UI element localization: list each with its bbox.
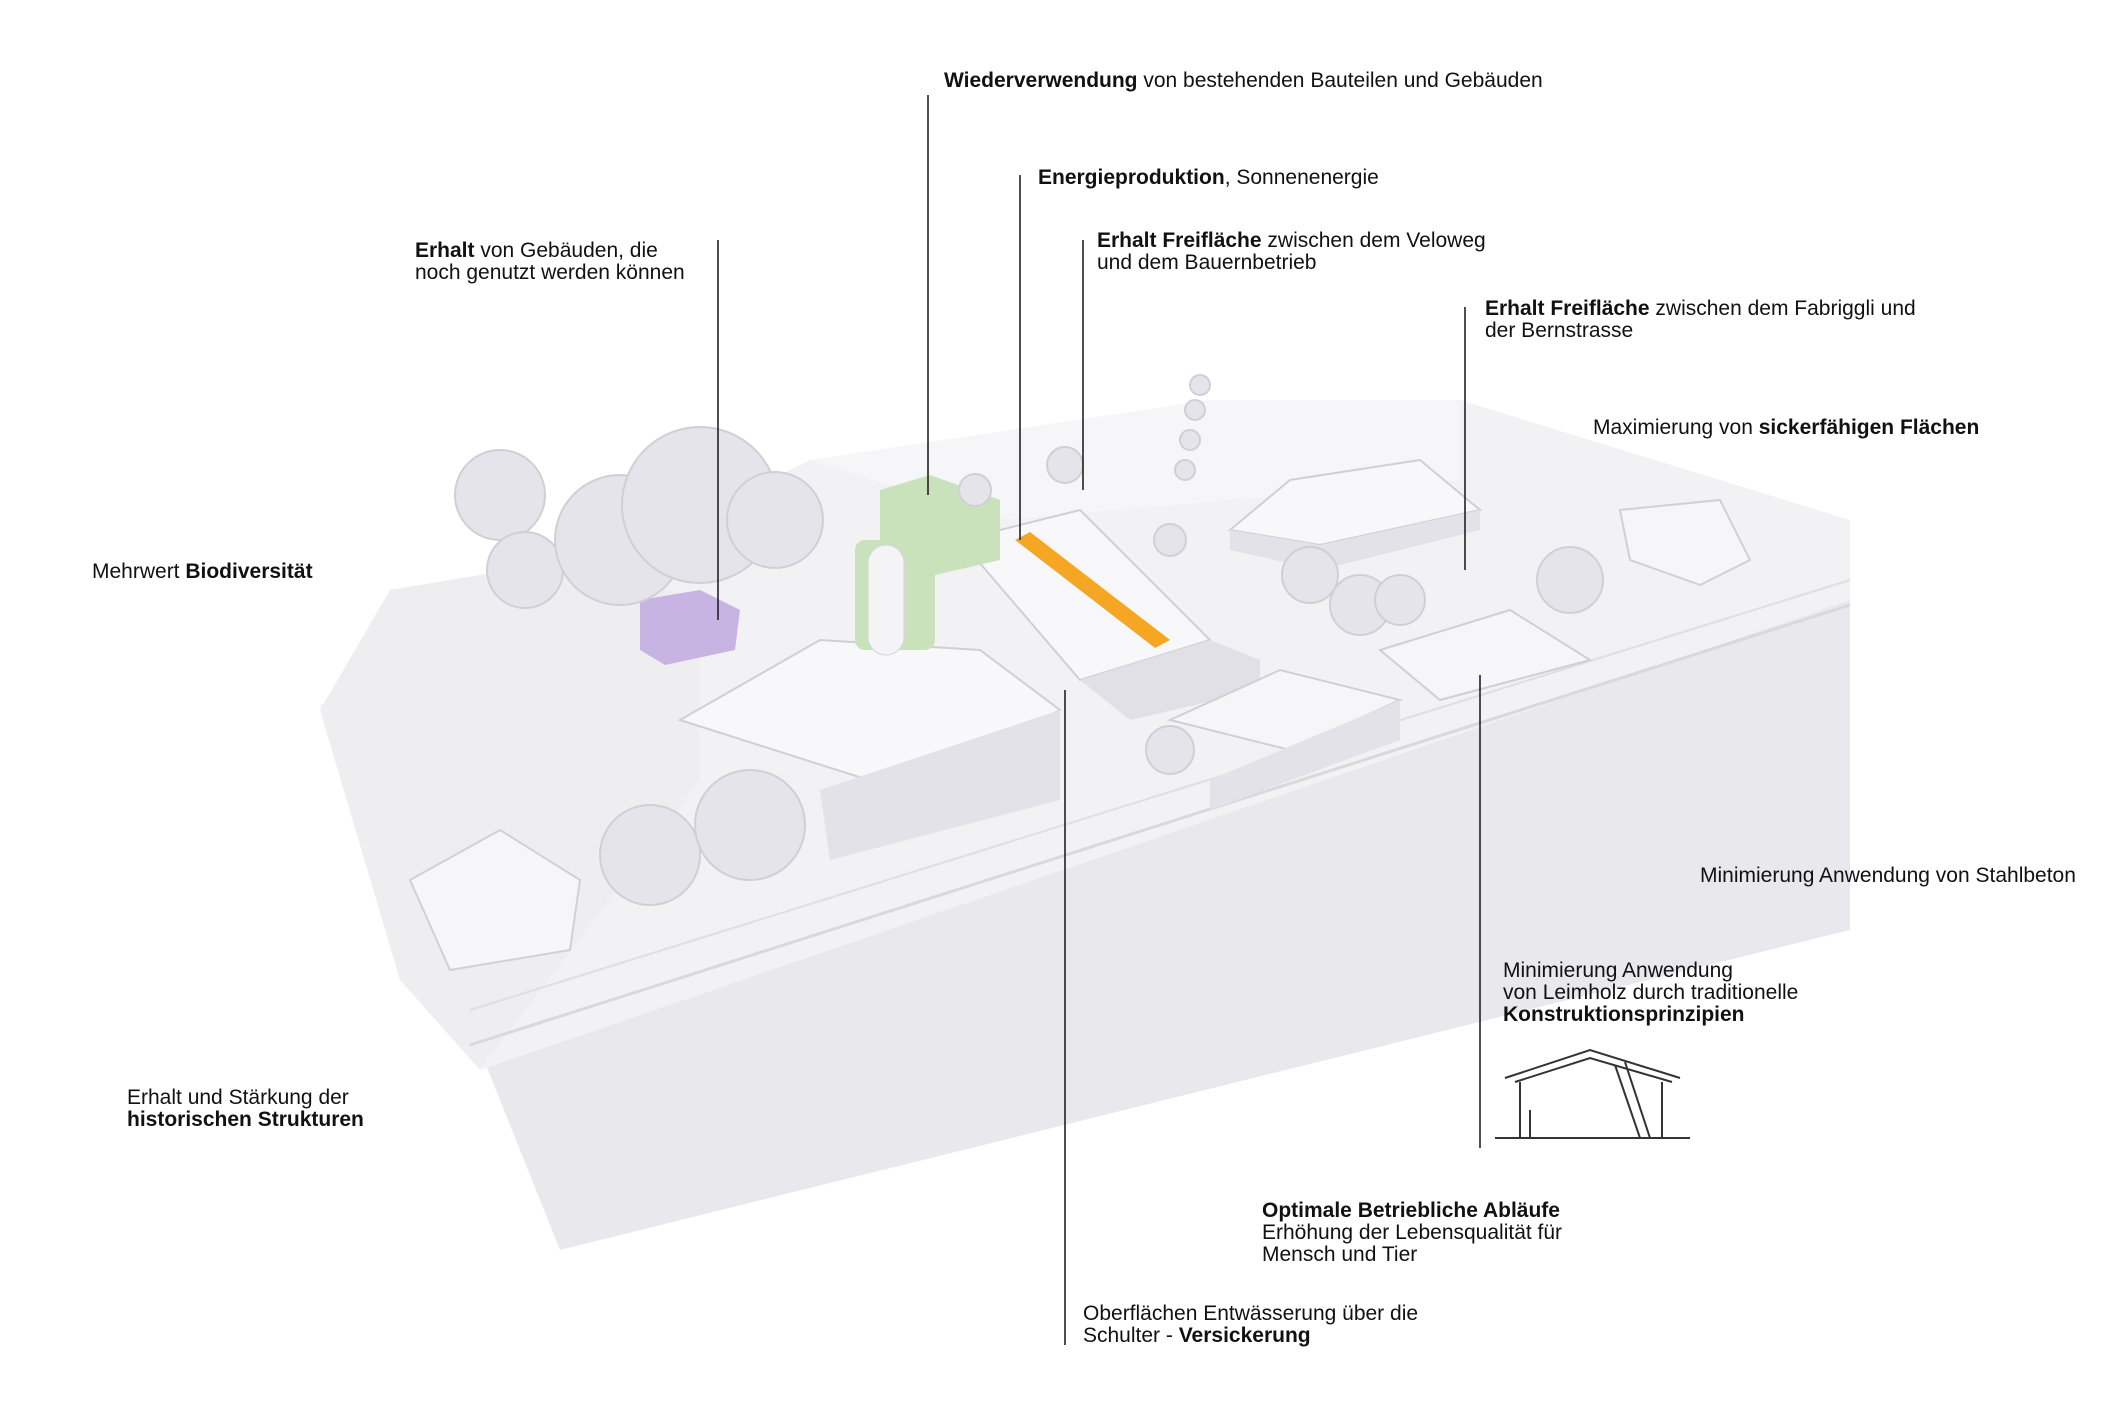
label-energy-rest: , Sonnenenergie bbox=[1224, 166, 1379, 189]
tree bbox=[454, 449, 546, 541]
label-historic-line1: Erhalt und Stärkung der bbox=[127, 1086, 349, 1109]
sketch-roof-inner bbox=[1514, 1056, 1673, 1083]
tree bbox=[1189, 374, 1211, 396]
label-keep-buildings-bold: Erhalt bbox=[415, 239, 475, 262]
sketch-brace-2 bbox=[1624, 1061, 1651, 1139]
tree bbox=[1145, 725, 1195, 775]
label-max-seepage-pre: Maximierung von bbox=[1593, 416, 1759, 439]
tree bbox=[1281, 546, 1339, 604]
label-energy-bold: Energieproduktion bbox=[1038, 166, 1225, 189]
label-reuse-bold: Wiederverwendung bbox=[944, 69, 1138, 92]
label-glulam-line2: von Leimholz durch traditionelle bbox=[1503, 981, 1799, 1004]
construction-sketch bbox=[1495, 1048, 1690, 1139]
label-steel-concrete: Minimierung Anwendung von Stahlbeton bbox=[1700, 865, 2076, 887]
label-operations-line2: Erhöhung der Lebensqualität für bbox=[1262, 1221, 1563, 1244]
label-drainage: Oberflächen Entwässerung über die Schult… bbox=[1083, 1303, 1418, 1347]
label-keep-open-2-bold: Erhalt Freifläche bbox=[1485, 297, 1650, 320]
label-max-seepage: Maximierung von sickerfähigen Flächen bbox=[1593, 417, 1979, 439]
label-keep-open-1: Erhalt Freifläche zwischen dem Veloweg u… bbox=[1097, 230, 1486, 274]
tree bbox=[1536, 546, 1604, 614]
tree bbox=[599, 804, 701, 906]
label-keep-open-2-rest: zwischen dem Fabriggli und bbox=[1649, 297, 1916, 320]
white-silo bbox=[867, 544, 905, 656]
sketch-roof bbox=[1504, 1048, 1681, 1079]
label-keep-open-1-rest: zwischen dem Veloweg bbox=[1261, 229, 1486, 252]
tree bbox=[726, 471, 824, 569]
label-max-seepage-bold: sickerfähigen Flächen bbox=[1758, 416, 1980, 439]
label-keep-buildings-rest: von Gebäuden, die bbox=[474, 239, 658, 262]
tree bbox=[1153, 523, 1187, 557]
label-drainage-pre: Schulter - bbox=[1083, 1324, 1179, 1347]
sketch-brace bbox=[1614, 1064, 1641, 1139]
tree bbox=[1374, 574, 1426, 626]
road-line-2 bbox=[469, 579, 1851, 1011]
tree bbox=[486, 531, 564, 609]
leader-lines bbox=[717, 95, 1481, 1345]
label-glulam-line1: Minimierung Anwendung bbox=[1503, 959, 1733, 982]
label-biodiversity-bold: Biodiversität bbox=[185, 560, 313, 583]
label-biodiversity-pre: Mehrwert bbox=[92, 560, 186, 583]
label-operations: Optimale Betriebliche Abläufe Erhöhung d… bbox=[1262, 1200, 1562, 1266]
violet-building bbox=[640, 590, 740, 665]
solar-panel bbox=[1015, 532, 1170, 648]
label-keep-open-1-line2: und dem Bauernbetrieb bbox=[1097, 251, 1317, 274]
label-keep-buildings-line2: noch genutzt werden können bbox=[415, 261, 685, 284]
barn-main-wall bbox=[820, 710, 1060, 860]
shed-far-roof bbox=[1377, 608, 1593, 702]
tree bbox=[1179, 429, 1201, 451]
tree bbox=[958, 473, 992, 507]
label-steel-concrete-text: Minimierung Anwendung von Stahlbeton bbox=[1700, 864, 2076, 887]
label-keep-open-2-line2: der Bernstrasse bbox=[1485, 319, 1634, 342]
label-drainage-bold: Versickerung bbox=[1178, 1324, 1311, 1347]
label-biodiversity: Mehrwert Biodiversität bbox=[92, 561, 313, 583]
label-keep-buildings: Erhalt von Gebäuden, die noch genutzt we… bbox=[415, 240, 685, 284]
label-reuse: Wiederverwendung von bestehenden Bauteil… bbox=[944, 70, 1543, 92]
shed-far-right bbox=[1618, 498, 1752, 587]
label-drainage-line1: Oberflächen Entwässerung über die bbox=[1083, 1302, 1419, 1325]
label-historic: Erhalt und Stärkung der historischen Str… bbox=[127, 1087, 364, 1131]
label-glulam: Minimierung Anwendung von Leimholz durch… bbox=[1503, 960, 1798, 1026]
trees bbox=[454, 374, 1604, 906]
shed-left-bottom bbox=[408, 828, 582, 972]
tree bbox=[1046, 446, 1084, 484]
label-glulam-bold: Konstruktionsprinzipien bbox=[1503, 1003, 1745, 1026]
label-operations-bold: Optimale Betriebliche Abläufe bbox=[1262, 1199, 1560, 1222]
shed-right-wall bbox=[1210, 700, 1400, 810]
tree bbox=[1184, 399, 1206, 421]
label-energy: Energieproduktion, Sonnenenergie bbox=[1038, 167, 1379, 189]
tree bbox=[1174, 459, 1196, 481]
label-historic-bold: historischen Strukturen bbox=[127, 1108, 364, 1131]
model-terrain-left bbox=[320, 560, 700, 1070]
label-operations-line3: Mensch und Tier bbox=[1262, 1243, 1418, 1266]
tree bbox=[694, 769, 806, 881]
label-keep-open-2: Erhalt Freifläche zwischen dem Fabriggli… bbox=[1485, 298, 1916, 342]
label-keep-open-1-bold: Erhalt Freifläche bbox=[1097, 229, 1262, 252]
label-reuse-rest: von bestehenden Bauteilen und Gebäuden bbox=[1137, 69, 1543, 92]
road-line bbox=[469, 603, 1851, 1047]
